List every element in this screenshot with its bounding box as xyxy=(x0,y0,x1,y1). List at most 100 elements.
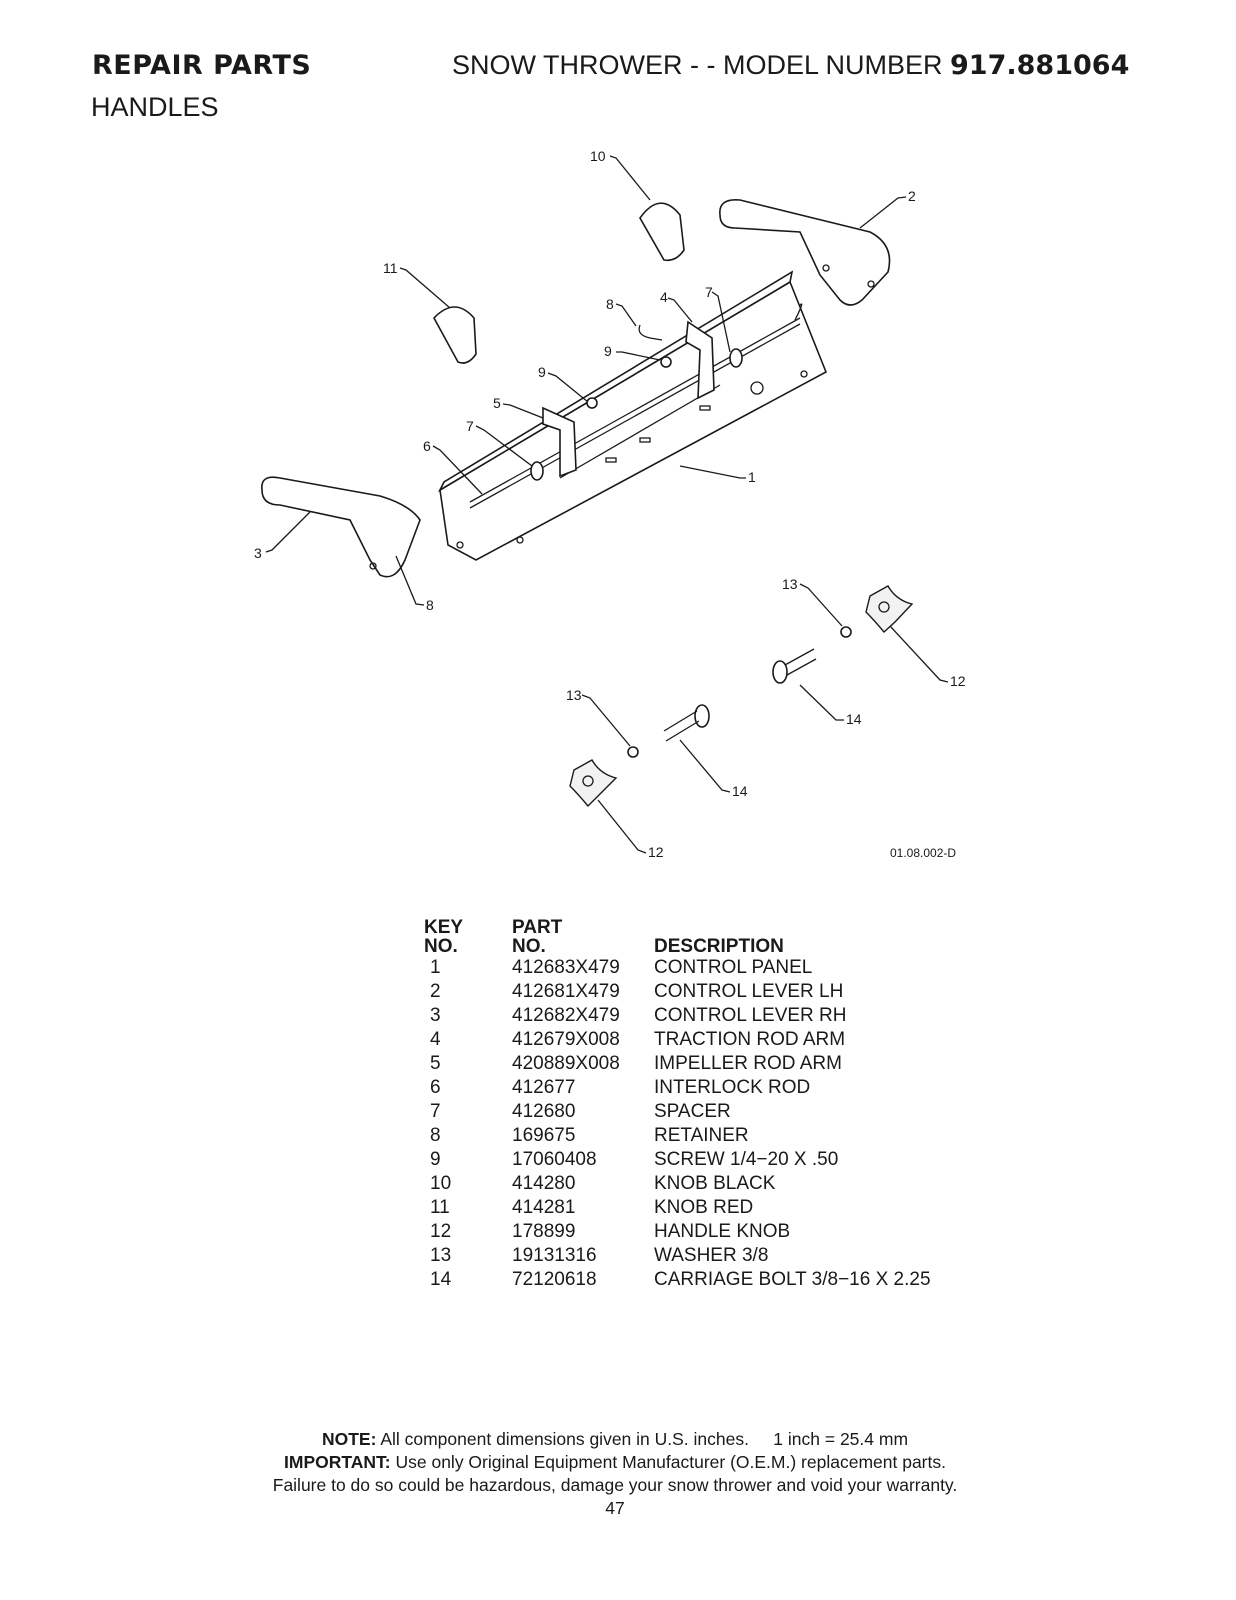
section-title: HANDLES xyxy=(91,92,219,122)
callout-12: 12 xyxy=(950,673,966,689)
screw-part xyxy=(660,356,672,368)
retainer-part xyxy=(638,324,663,341)
table-row: 8 169675 RETAINER xyxy=(424,1124,931,1148)
part-no-cell: 169675 xyxy=(512,1125,576,1146)
part-no-cell: 412681X479 xyxy=(512,981,620,1002)
key-no-cell: 13 xyxy=(430,1245,452,1266)
part-no-cell: 72120618 xyxy=(512,1269,597,1290)
description-cell: CONTROL PANEL xyxy=(654,957,813,978)
description-cell: IMPELLER ROD ARM xyxy=(654,1053,842,1074)
callout-7: 7 xyxy=(466,418,474,434)
key-no-cell: 6 xyxy=(430,1077,441,1098)
part-no-cell: 412682X479 xyxy=(512,1005,620,1026)
control-lever-lh-part xyxy=(719,198,891,306)
callout-1: 1 xyxy=(748,469,756,485)
notes-block: NOTE: All component dimensions given in … xyxy=(0,1428,1230,1520)
repair-parts-heading: REPAIR PARTS xyxy=(92,50,312,81)
description-cell: SCREW 1/4−20 X .50 xyxy=(654,1149,839,1170)
part-no-cell: 412683X479 xyxy=(512,957,620,978)
description-cell: TRACTION ROD ARM xyxy=(654,1029,846,1050)
callout-14: 14 xyxy=(732,783,748,799)
description-cell: HANDLE KNOB xyxy=(654,1221,791,1242)
model-number: 917.881064 xyxy=(950,50,1130,81)
key-no-cell: 2 xyxy=(430,981,441,1002)
washer-part xyxy=(627,746,639,758)
key-no-cell: 8 xyxy=(430,1125,441,1146)
warning-line: Failure to do so could be hazardous, dam… xyxy=(272,1475,958,1495)
callout-8: 8 xyxy=(606,296,614,312)
exploded-parts-diagram: 10 2 11 8 4 7 9 9 5 7 6 1 3 8 13 12 14 1… xyxy=(254,148,966,860)
description-cell: WASHER 3/8 xyxy=(654,1245,769,1266)
callout-2: 2 xyxy=(908,188,916,204)
table-row: 1 412683X479 CONTROL PANEL xyxy=(424,956,931,980)
knob-red-part xyxy=(433,306,477,364)
part-no-cell: 414280 xyxy=(512,1173,576,1194)
callout-10: 10 xyxy=(590,148,606,164)
knob-black-part xyxy=(639,202,685,262)
callout-4: 4 xyxy=(660,289,668,305)
callout-13: 13 xyxy=(782,576,798,592)
key-no-cell: 9 xyxy=(430,1149,441,1170)
key-no-cell: 10 xyxy=(430,1173,452,1194)
key-no-cell: 5 xyxy=(430,1053,441,1074)
callout-9: 9 xyxy=(604,343,612,359)
model-prefix: SNOW THROWER - - MODEL NUMBER xyxy=(452,50,943,80)
table-row: 2 412681X479 CONTROL LEVER LH xyxy=(424,980,931,1004)
description-cell: KNOB BLACK xyxy=(654,1173,776,1194)
callout-7: 7 xyxy=(705,284,713,300)
description-cell: KNOB RED xyxy=(654,1197,754,1218)
table-row: 10 414280 KNOB BLACK xyxy=(424,1172,931,1196)
description-cell: CONTROL LEVER LH xyxy=(654,981,844,1002)
part-no-cell: 412677 xyxy=(512,1077,576,1098)
key-no-cell: 11 xyxy=(430,1197,450,1218)
control-panel-part xyxy=(438,270,828,561)
part-no-cell: 178899 xyxy=(512,1221,576,1242)
traction-rod-arm-part xyxy=(685,320,715,400)
screw-part xyxy=(586,397,598,409)
key-no-cell: 4 xyxy=(430,1029,441,1050)
table-row: 14 72120618 CARRIAGE BOLT 3/8−16 X 2.25 xyxy=(424,1268,931,1292)
description-cell: INTERLOCK ROD xyxy=(654,1077,811,1098)
table-row: 4 412679X008 TRACTION ROD ARM xyxy=(424,1028,931,1052)
description-cell: CONTROL LEVER RH xyxy=(654,1005,847,1026)
impeller-rod-arm-part xyxy=(542,406,577,478)
part-no-cell: 412679X008 xyxy=(512,1029,620,1050)
table-row: 6 412677 INTERLOCK ROD xyxy=(424,1076,931,1100)
drawing-number: 01.08.002-D xyxy=(890,846,957,860)
part-no-cell: 414281 xyxy=(512,1197,576,1218)
carriage-bolt-part xyxy=(772,648,817,684)
table-row: 5 420889X008 IMPELLER ROD ARM xyxy=(424,1052,931,1076)
interlock-rod-part xyxy=(469,303,803,509)
part-no-cell: 17060408 xyxy=(512,1149,597,1170)
spacer-part xyxy=(530,461,544,481)
description-cell: RETAINER xyxy=(654,1125,749,1146)
table-row: 9 17060408 SCREW 1/4−20 X .50 xyxy=(424,1148,931,1172)
callout-3: 3 xyxy=(254,545,262,561)
key-no-cell: 1 xyxy=(430,957,441,978)
key-no-cell: 14 xyxy=(430,1269,452,1290)
table-row: 11 414281 KNOB RED xyxy=(424,1196,931,1220)
page-number: 47 xyxy=(605,1498,625,1518)
key-no-cell: 3 xyxy=(430,1005,441,1026)
callout-8: 8 xyxy=(426,597,434,613)
callout-9: 9 xyxy=(538,364,546,380)
callout-5: 5 xyxy=(493,395,501,411)
description-cell: CARRIAGE BOLT 3/8−16 X 2.25 xyxy=(654,1269,931,1290)
key-no-cell: 7 xyxy=(430,1101,441,1122)
spacer-part xyxy=(729,348,743,368)
callout-6: 6 xyxy=(423,438,431,454)
control-lever-rh-part xyxy=(261,476,421,578)
description-cell: SPACER xyxy=(654,1101,731,1122)
description-header: DESCRIPTION xyxy=(654,936,784,957)
table-row: 13 19131316 WASHER 3/8 xyxy=(424,1244,931,1268)
key-no-cell: 12 xyxy=(430,1221,452,1242)
washer-part xyxy=(840,626,852,638)
part-no-cell: 412680 xyxy=(512,1101,576,1122)
note-line: NOTE: All component dimensions given in … xyxy=(321,1429,909,1449)
part-no-cell: 420889X008 xyxy=(512,1053,620,1074)
part-no-cell: 19131316 xyxy=(512,1245,597,1266)
model-heading: SNOW THROWER - - MODEL NUMBER 917.881064 xyxy=(452,50,1129,81)
table-row: 12 178899 HANDLE KNOB xyxy=(424,1220,931,1244)
carriage-bolt-part xyxy=(663,704,710,742)
